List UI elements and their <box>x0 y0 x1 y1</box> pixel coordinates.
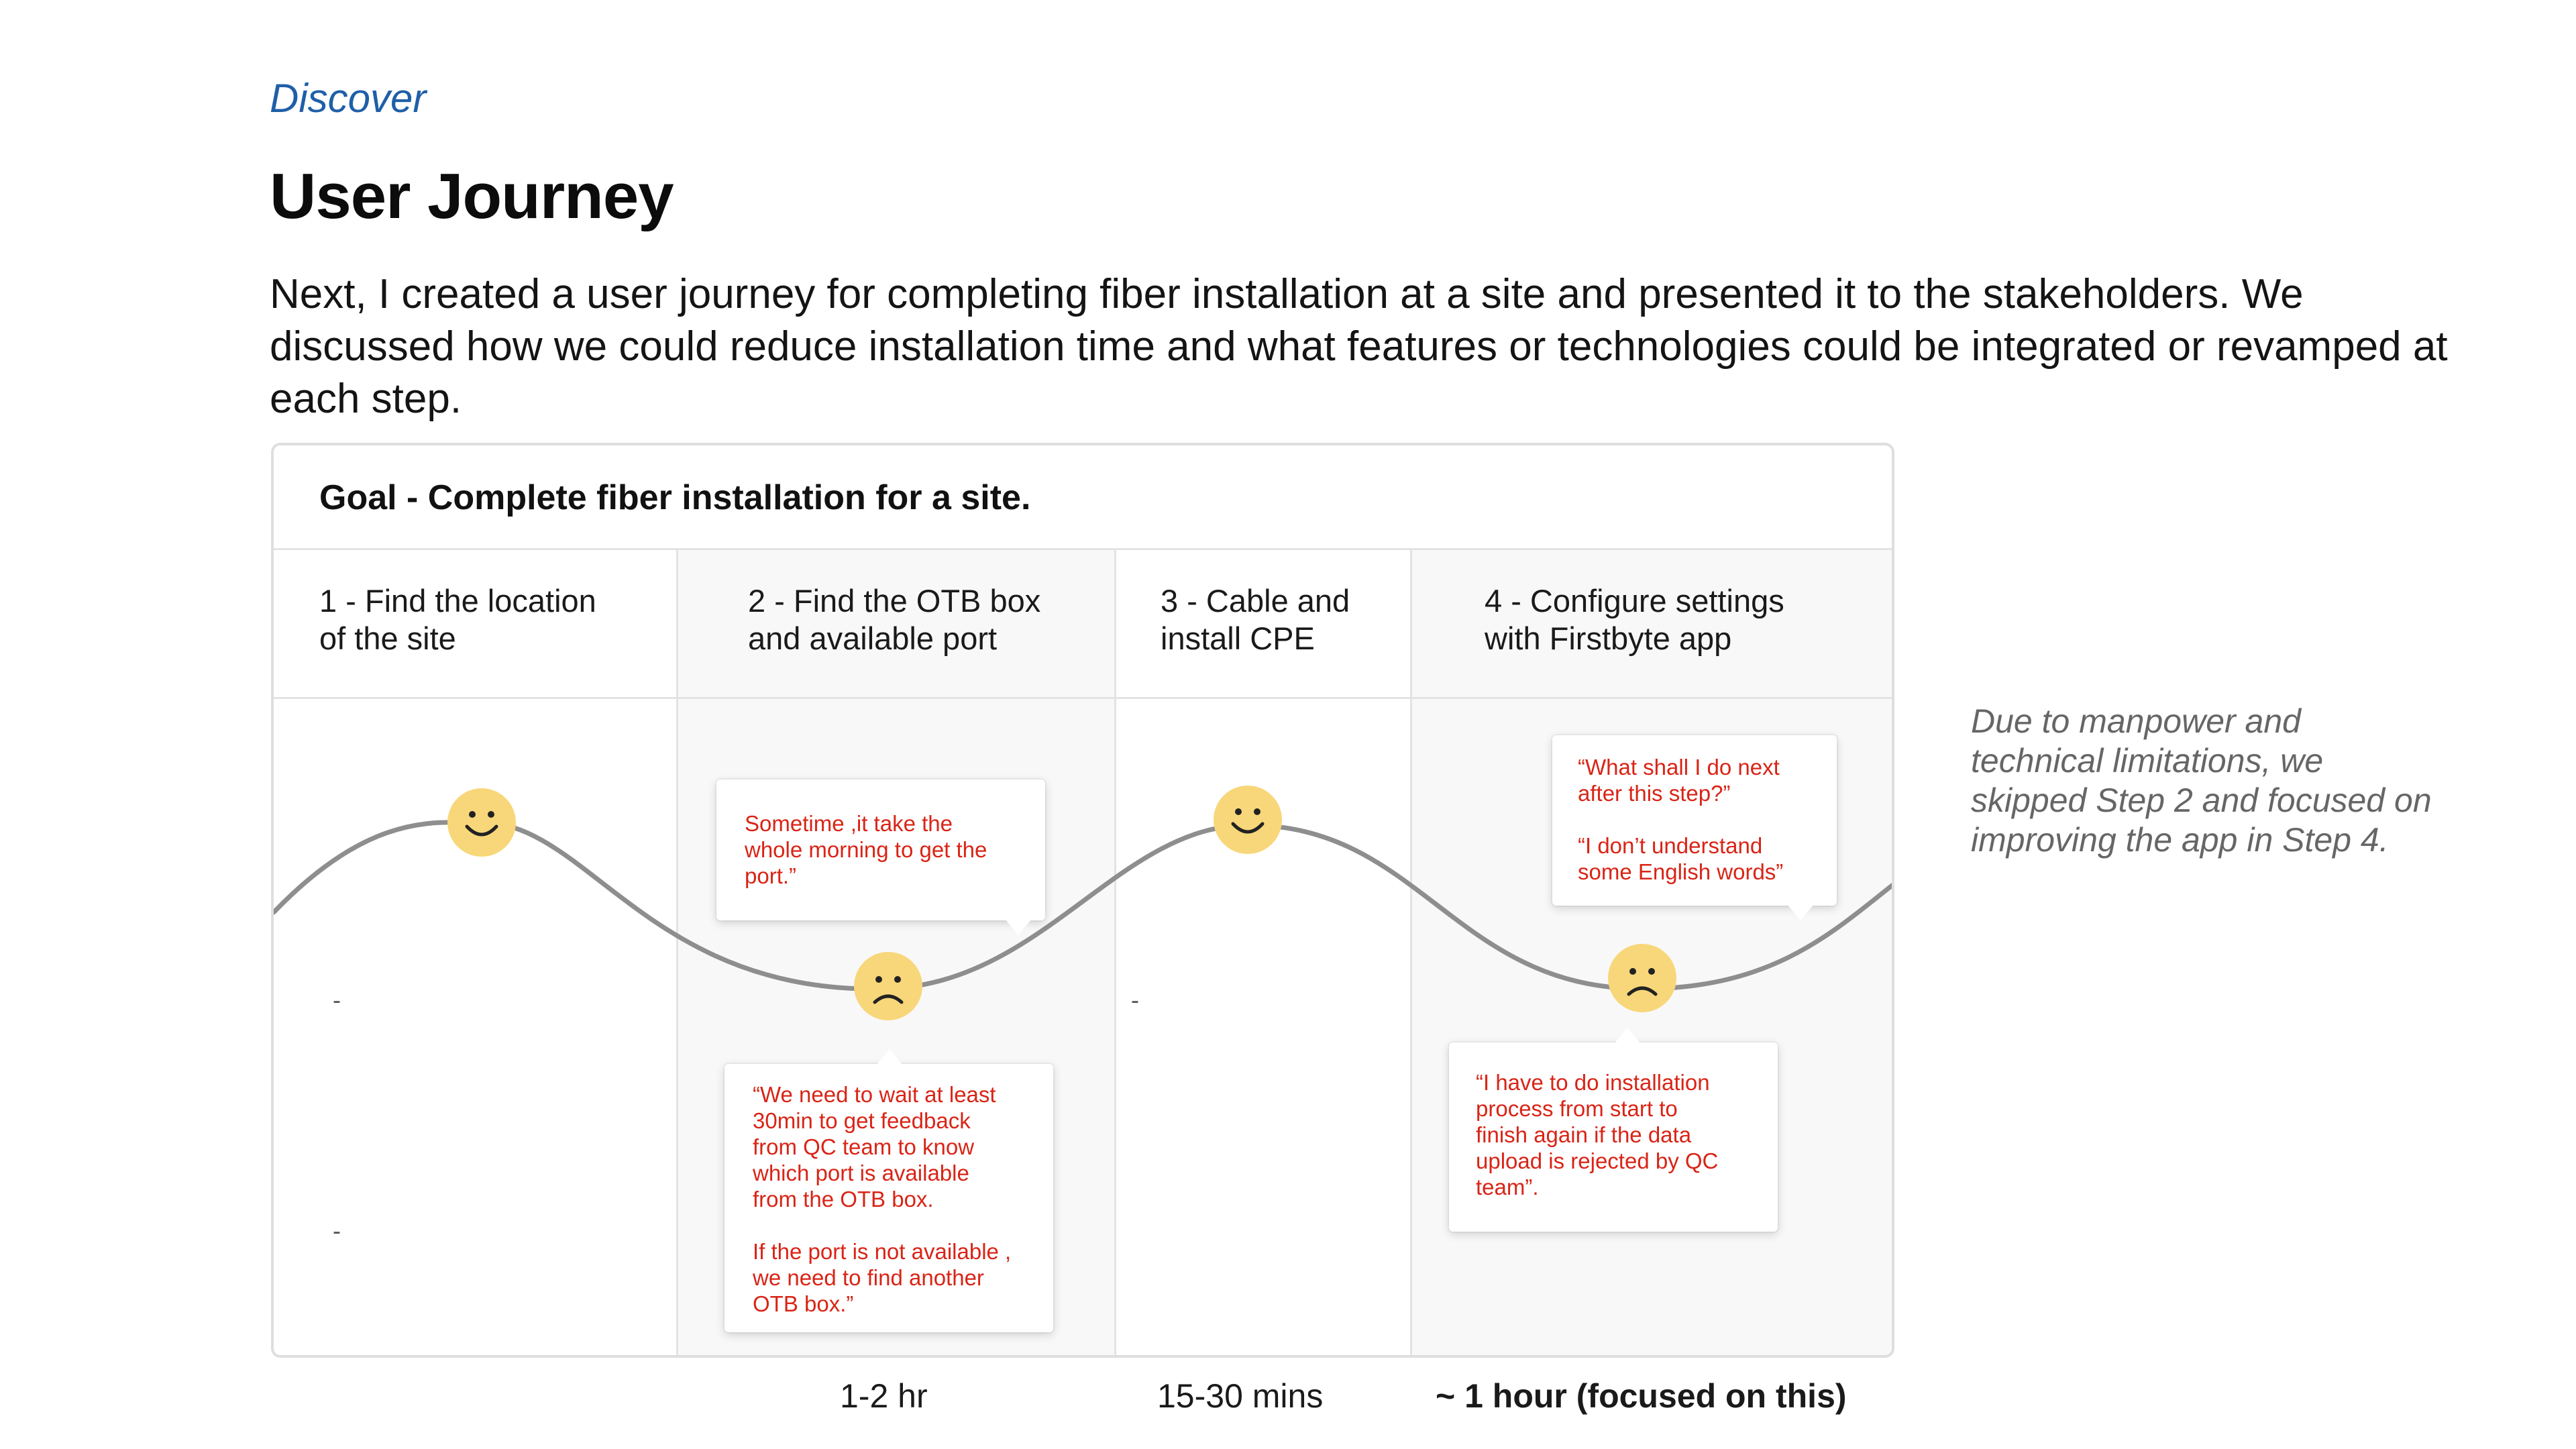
quote-text: “I have to do installation process from … <box>1476 1070 1719 1199</box>
side-note: Due to manpower and technical limitation… <box>1971 702 2432 859</box>
sad-face-icon <box>854 952 922 1020</box>
happy-face-icon <box>447 788 516 857</box>
step-column-3: 3 - Cable and install CPE <box>1114 550 1410 1355</box>
quote-text: Sometime ,it take the whole morning to g… <box>745 811 987 888</box>
quote-text: “I don’t understand some English words” <box>1578 833 1784 884</box>
quote-bubble-step2-bottom: “We need to wait at least 30min to get f… <box>724 1049 1053 1332</box>
quote-text: “We need to wait at least 30min to get f… <box>753 1082 996 1212</box>
goal-row: Goal - Complete fiber installation for a… <box>274 445 1892 550</box>
duration-step-4: ~ 1 hour (focused on this) <box>1436 1377 1847 1415</box>
duration-step-2: 1-2 hr <box>840 1377 928 1415</box>
step-column-1: 1 - Find the location of the site <box>274 550 676 1355</box>
step-3-label: 3 - Cable and install CPE <box>1161 583 1350 656</box>
goal-label: Goal - Complete fiber installation for a… <box>319 478 1031 517</box>
placeholder-dash: - <box>333 1217 341 1244</box>
step-4-label: 4 - Configure settings with Firstbyte ap… <box>1485 583 1784 656</box>
happy-face-icon <box>1214 786 1282 854</box>
journey-map: Goal - Complete fiber installation for a… <box>271 443 1894 1358</box>
step-2-label: 2 - Find the OTB box and available port <box>748 583 1041 656</box>
placeholder-dash: - <box>333 986 341 1014</box>
quote-text: “What shall I do next after this step?” <box>1578 755 1780 806</box>
quote-bubble-step2-top: Sometime ,it take the whole morning to g… <box>716 780 1045 935</box>
duration-step-3: 15-30 mins <box>1157 1377 1324 1415</box>
placeholder-dash: - <box>1131 986 1139 1014</box>
quote-bubble-step4-top: “What shall I do next after this step?” … <box>1552 735 1837 920</box>
quote-text: If the port is not available , we need t… <box>753 1239 1012 1316</box>
section-eyebrow: Discover <box>270 76 427 121</box>
intro-paragraph: Next, I created a user journey for compl… <box>270 271 2448 422</box>
step-1-label: 1 - Find the location of the site <box>319 583 596 656</box>
sad-face-icon <box>1608 944 1676 1012</box>
page-title: User Journey <box>270 160 674 232</box>
quote-bubble-step4-bottom: “I have to do installation process from … <box>1449 1028 1778 1232</box>
